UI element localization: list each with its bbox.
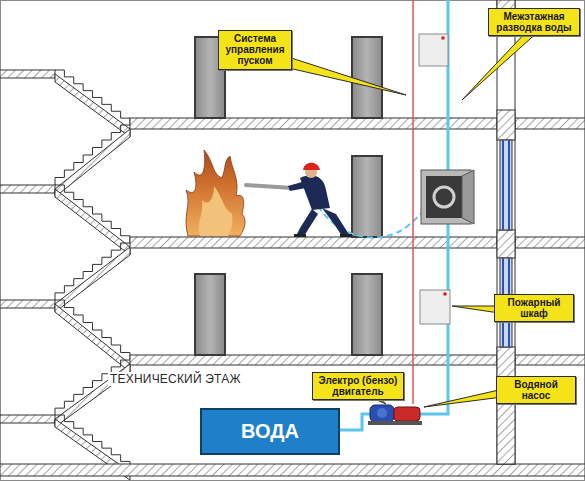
floor-label: ТЕХНИЧЕСКИЙ ЭТАЖ bbox=[108, 372, 243, 386]
firefighter bbox=[246, 163, 352, 237]
callout-box: Водяной насос bbox=[496, 376, 576, 404]
callout-text: Система управления пуском bbox=[222, 33, 288, 67]
callout-text: Электро (бензо) двигатель bbox=[316, 375, 400, 397]
fire bbox=[186, 150, 245, 236]
callout-text: Водяной насос bbox=[500, 379, 572, 401]
callout-text: Межэтажная разводка воды bbox=[492, 11, 576, 33]
callout-box: Пожарный шкаф bbox=[494, 294, 574, 322]
callout-box: Система управления пуском bbox=[218, 30, 292, 70]
callout-text: Пожарный шкаф bbox=[498, 297, 570, 319]
callout-pointers bbox=[254, 30, 540, 407]
pump-unit bbox=[368, 405, 422, 425]
water-tank: ВОДА bbox=[200, 408, 340, 455]
callout-box: Межэтажная разводка воды bbox=[488, 8, 580, 36]
callout-box: Электро (бензо) двигатель bbox=[312, 372, 404, 400]
control-line bbox=[413, 0, 414, 404]
tank-label: ВОДА bbox=[241, 420, 299, 443]
staircase bbox=[0, 70, 130, 480]
fire-cabinets bbox=[419, 34, 474, 324]
